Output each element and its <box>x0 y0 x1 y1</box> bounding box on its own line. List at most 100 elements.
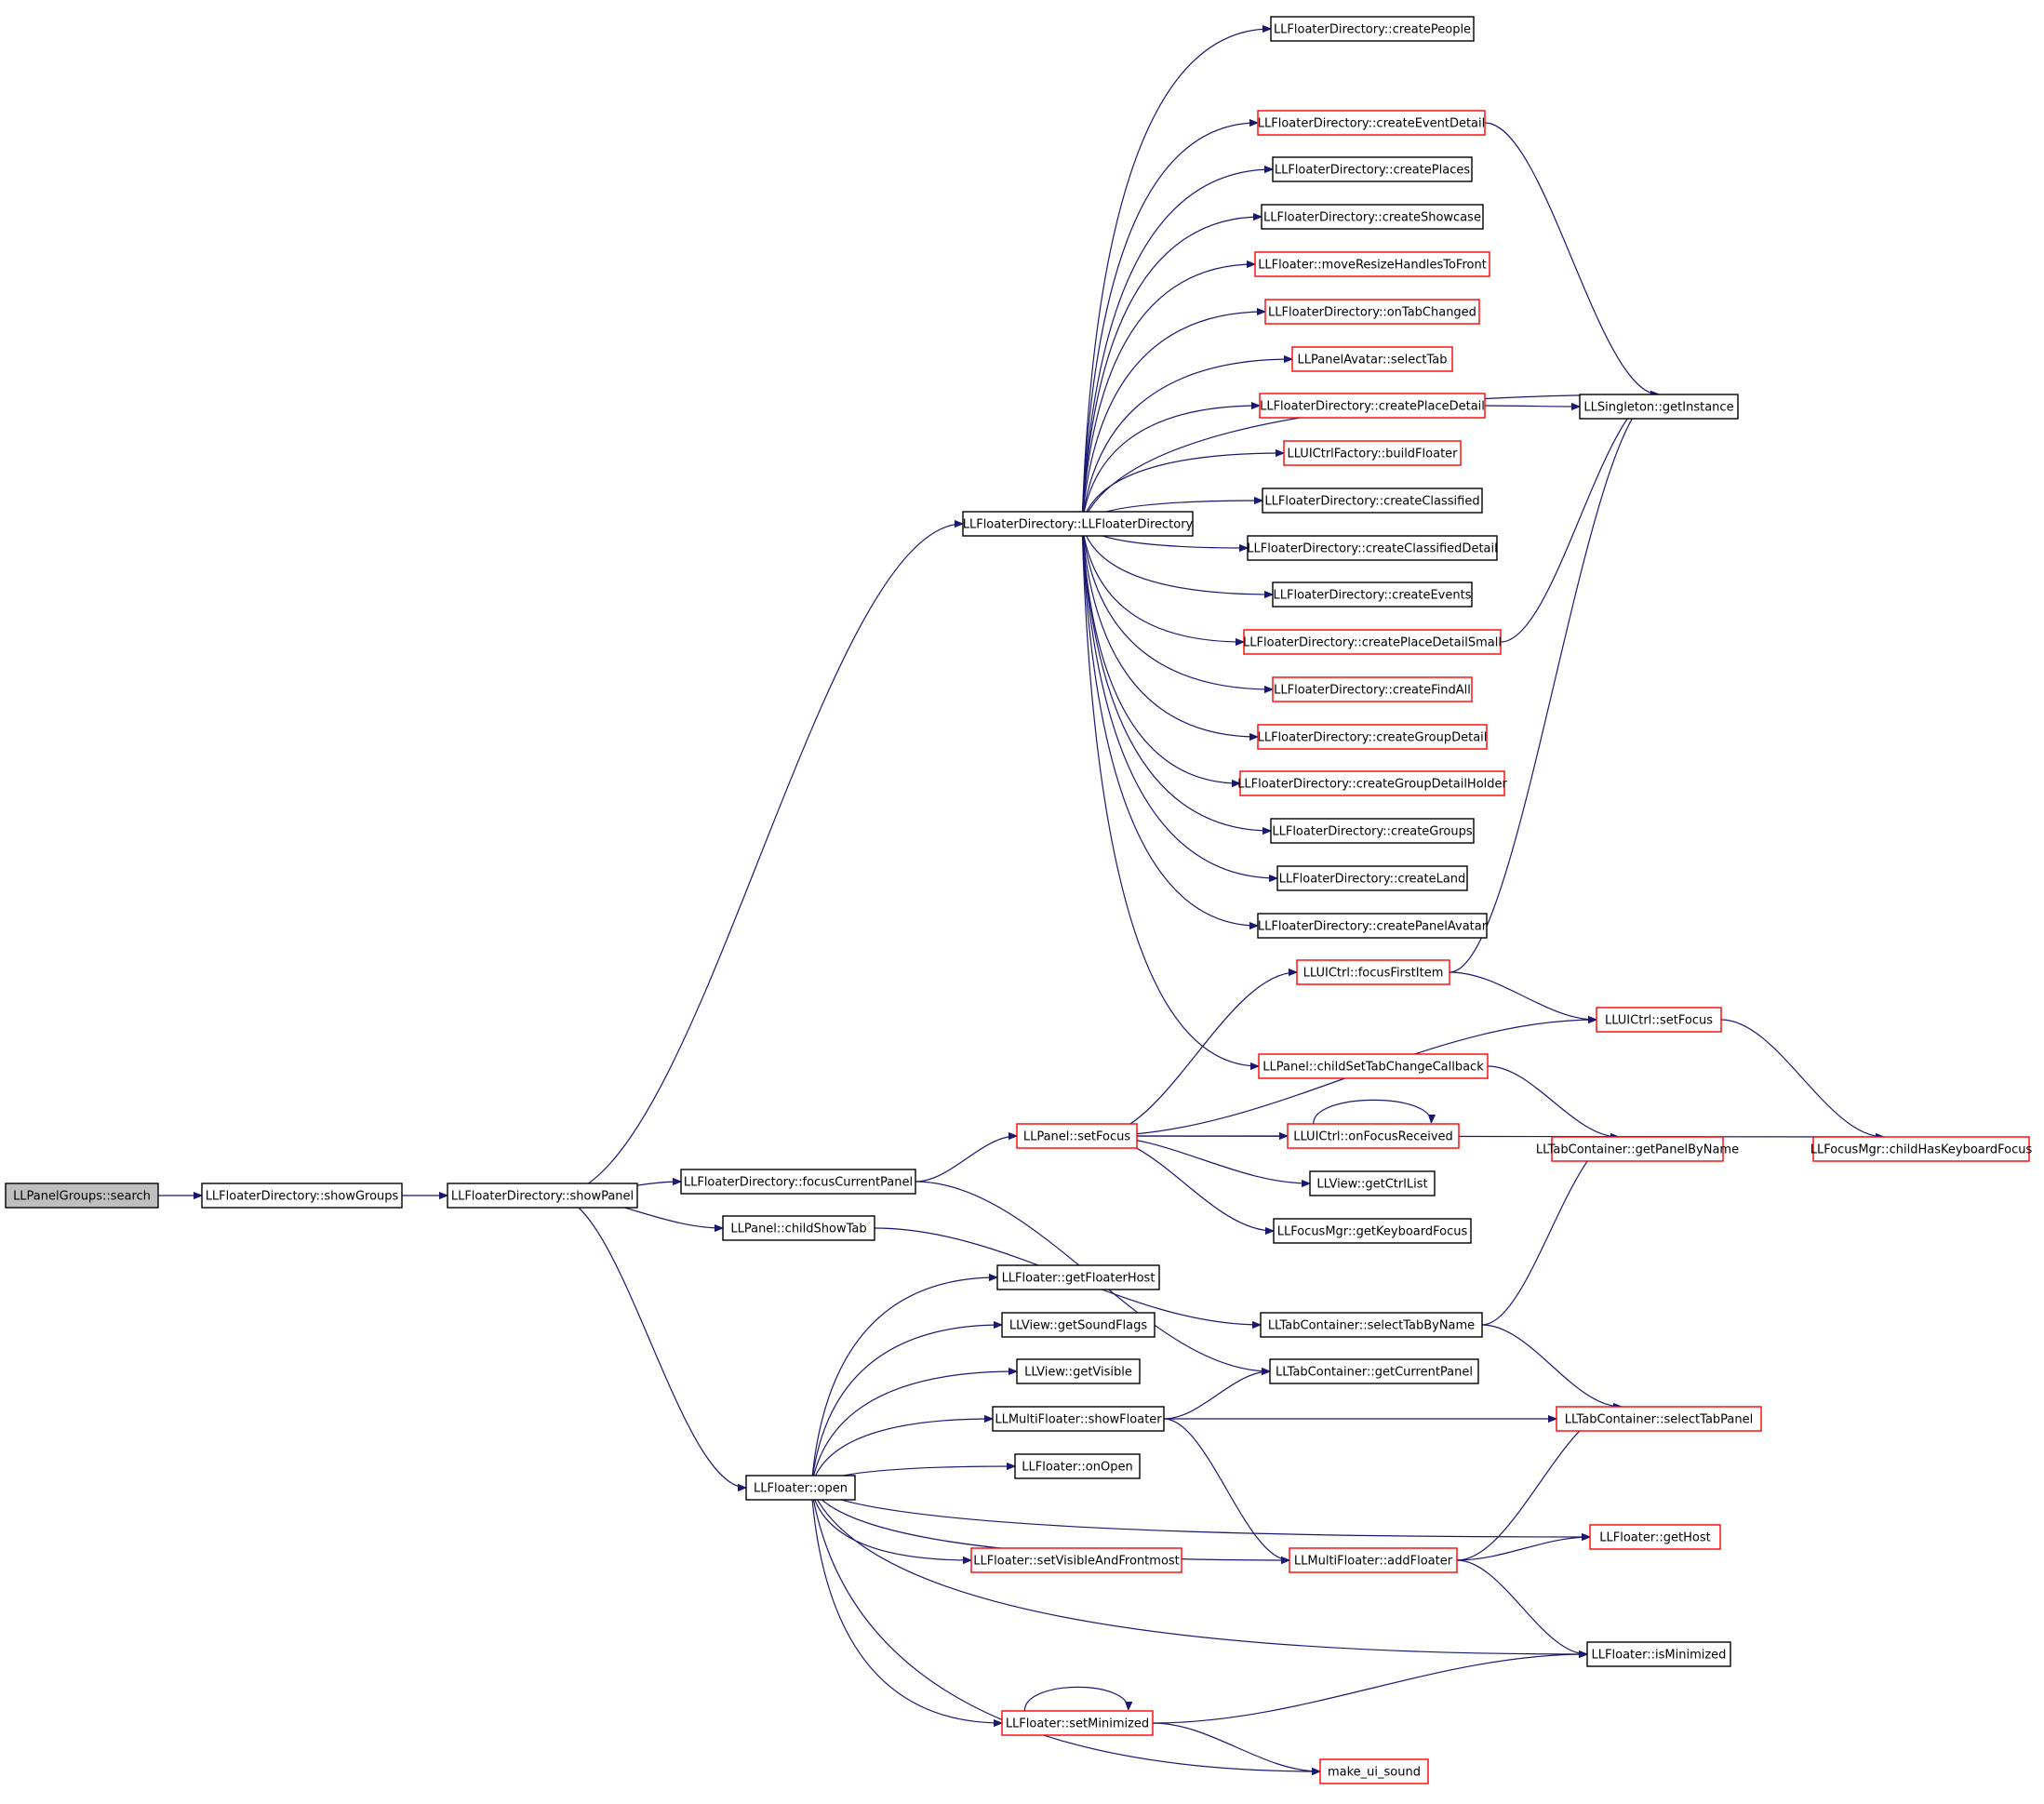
graph-node-createClassifiedDetail[interactable]: LLFloaterDirectory::createClassifiedDeta… <box>1247 535 1498 561</box>
graph-node-getKeyboardFocus[interactable]: LLFocusMgr::getKeyboardFocus <box>1273 1218 1472 1244</box>
node-label: LLUICtrlFactory::buildFloater <box>1287 448 1458 461</box>
node-box <box>1586 1641 1731 1667</box>
node-box <box>1016 1358 1141 1384</box>
edge-open-to-makeUiSound <box>810 1487 1320 1771</box>
graph-node-createGroupDetail[interactable]: LLFloaterDirectory::createGroupDetail <box>1257 724 1488 750</box>
graph-node-makeUiSound[interactable]: make_ui_sound <box>1319 1758 1429 1784</box>
graph-node-createClassified[interactable]: LLFloaterDirectory::createClassified <box>1262 488 1483 514</box>
node-label: LLFloater::getFloaterHost <box>1002 1272 1156 1286</box>
graph-node-focusCurrentPanel[interactable]: LLFloaterDirectory::focusCurrentPanel <box>680 1169 916 1195</box>
node-label: LLFloaterDirectory::createPlaceDetailSma… <box>1243 636 1502 650</box>
edge-ctor-to-createGroups <box>1081 523 1271 831</box>
graph-node-onTabChanged[interactable]: LLFloaterDirectory::onTabChanged <box>1264 299 1480 325</box>
node-label: LLFloaterDirectory::createLand <box>1279 873 1466 887</box>
node-box <box>1269 1358 1479 1384</box>
graph-node-childHasKeyboardFocus[interactable]: LLFocusMgr::childHasKeyboardFocus <box>1810 1136 2033 1162</box>
graph-node-showGroups[interactable]: LLFloaterDirectory::showGroups <box>201 1183 403 1209</box>
graph-node-root[interactable]: LLPanelGroups::search <box>5 1183 159 1209</box>
graph-node-createPlaces[interactable]: LLFloaterDirectory::createPlaces <box>1272 156 1473 182</box>
graph-node-getSoundFlags[interactable]: LLView::getSoundFlags <box>1001 1312 1156 1338</box>
edge-open-to-getVisible <box>810 1371 1017 1489</box>
node-box <box>1016 1123 1138 1149</box>
edge-focusCurrentPanel-to-panelSetFocus <box>915 1136 1017 1183</box>
edge-open-to-getSoundFlags <box>810 1325 1002 1489</box>
node-label: LLFloater::setVisibleAndFrontmost <box>973 1555 1180 1569</box>
graph-node-ctor[interactable]: LLFloaterDirectory::LLFloaterDirectory <box>962 511 1194 537</box>
graph-node-createPanelAvatar[interactable]: LLFloaterDirectory::createPanelAvatar <box>1257 913 1488 939</box>
edge-ctor-to-createPanelAvatar <box>1081 523 1258 926</box>
graph-node-createFindAll[interactable]: LLFloaterDirectory::createFindAll <box>1272 676 1473 702</box>
graph-node-getPanelByName[interactable]: LLTabContainer::getPanelByName <box>1536 1136 1739 1162</box>
node-box <box>1259 393 1486 419</box>
graph-node-getCurrentPanel[interactable]: LLTabContainer::getCurrentPanel <box>1269 1358 1479 1384</box>
graph-node-createGroupDetailHolder[interactable]: LLFloaterDirectory::createGroupDetailHol… <box>1237 770 1508 796</box>
node-box <box>1296 959 1450 985</box>
graph-node-getFloaterHost[interactable]: LLFloater::getFloaterHost <box>996 1264 1160 1290</box>
graph-node-selectTabByName[interactable]: LLTabContainer::selectTabByName <box>1260 1312 1483 1338</box>
edge-selectTabByName-to-getPanelByName <box>1481 1137 1619 1326</box>
node-label: LLFloaterDirectory::LLFloaterDirectory <box>963 518 1194 532</box>
graph-node-onFocusReceived[interactable]: LLUICtrl::onFocusReceived <box>1287 1123 1460 1149</box>
graph-node-createEvents[interactable]: LLFloaterDirectory::createEvents <box>1272 581 1473 608</box>
graph-node-createEventDetail[interactable]: LLFloaterDirectory::createEventDetail <box>1257 110 1486 136</box>
node-box <box>1239 770 1505 796</box>
node-box <box>1551 1136 1724 1162</box>
graph-node-setMinimized[interactable]: LLFloater::setMinimized <box>1001 1710 1154 1736</box>
graph-node-createLand[interactable]: LLFloaterDirectory::createLand <box>1276 865 1468 891</box>
graph-node-childSetTabChangeCallback[interactable]: LLPanel::childSetTabChangeCallback <box>1258 1053 1489 1079</box>
graph-node-open[interactable]: LLFloater::open <box>745 1475 856 1501</box>
graph-node-onOpen[interactable]: LLFloater::onOpen <box>1014 1453 1141 1479</box>
edge-ctor-to-childSetTabChangeCallback <box>1081 523 1259 1066</box>
graph-node-createGroups[interactable]: LLFloaterDirectory::createGroups <box>1270 818 1475 844</box>
node-box <box>962 511 1194 537</box>
graph-node-addFloater[interactable]: LLMultiFloater::addFloater <box>1289 1547 1458 1573</box>
graph-node-getInstance[interactable]: LLSingleton::getInstance <box>1579 394 1739 420</box>
node-label: LLUICtrl::focusFirstItem <box>1303 967 1444 981</box>
edge-open-to-showFloater <box>810 1419 993 1489</box>
node-label: LLMultiFloater::addFloater <box>1294 1555 1453 1569</box>
node-label: LLFloaterDirectory::focusCurrentPanel <box>684 1176 913 1190</box>
node-box <box>1257 110 1486 136</box>
graph-node-getHost[interactable]: LLFloater::getHost <box>1589 1524 1721 1550</box>
node-label: LLTabContainer::selectTabPanel <box>1565 1413 1753 1427</box>
node-box <box>1272 156 1473 182</box>
graph-node-createPeople[interactable]: LLFloaterDirectory::createPeople <box>1270 16 1475 42</box>
graph-node-getVisible[interactable]: LLView::getVisible <box>1016 1358 1141 1384</box>
graph-node-selectTabPanel[interactable]: LLTabContainer::selectTabPanel <box>1556 1406 1762 1432</box>
graph-node-selectTab[interactable]: LLPanelAvatar::selectTab <box>1291 346 1453 372</box>
edge-childSetTabChangeCallback-to-getPanelByName <box>1487 1065 1619 1137</box>
graph-node-uictrlSetFocus[interactable]: LLUICtrl::setFocus <box>1596 1007 1722 1033</box>
node-box <box>1272 581 1473 608</box>
graph-node-createShowcase[interactable]: LLFloaterDirectory::createShowcase <box>1261 204 1484 230</box>
graph-node-setVisibleAndFrontmost[interactable]: LLFloater::setVisibleAndFrontmost <box>970 1547 1182 1573</box>
graph-node-createPlaceDetail[interactable]: LLFloaterDirectory::createPlaceDetail <box>1259 393 1486 419</box>
node-label: LLTabContainer::selectTabByName <box>1268 1319 1475 1333</box>
graph-node-focusFirstItem[interactable]: LLUICtrl::focusFirstItem <box>1296 959 1450 985</box>
node-label: LLFloaterDirectory::createPanelAvatar <box>1258 920 1488 934</box>
node-box <box>1257 913 1488 939</box>
edge-ctor-to-createLand <box>1081 523 1277 878</box>
graph-node-buildFloater[interactable]: LLUICtrlFactory::buildFloater <box>1283 440 1462 466</box>
node-label: LLMultiFloater::showFloater <box>995 1413 1162 1427</box>
graph-node-moveResize[interactable]: LLFloater::moveResizeHandlesToFront <box>1254 251 1490 277</box>
node-box <box>1289 1547 1458 1573</box>
node-box <box>1001 1312 1156 1338</box>
graph-node-getCtrlList[interactable]: LLView::getCtrlList <box>1309 1170 1436 1196</box>
graph-node-createPlaceDetailSmall[interactable]: LLFloaterDirectory::createPlaceDetailSma… <box>1243 629 1502 655</box>
node-box <box>1254 251 1490 277</box>
graph-node-childShowTab[interactable]: LLPanel::childShowTab <box>722 1215 875 1241</box>
graph-node-panelSetFocus[interactable]: LLPanel::setFocus <box>1016 1123 1138 1149</box>
graph-node-isMinimized[interactable]: LLFloater::isMinimized <box>1586 1641 1731 1667</box>
node-box <box>1258 1053 1489 1079</box>
graph-node-showFloater[interactable]: LLMultiFloater::showFloater <box>992 1406 1165 1432</box>
graph-node-showPanel[interactable]: LLFloaterDirectory::showPanel <box>447 1183 638 1209</box>
node-box <box>1812 1136 2030 1162</box>
node-box <box>1260 1312 1483 1338</box>
edge-ctor-to-getInstance <box>1081 394 1659 525</box>
edge-uictrlSetFocus-to-childHasKeyboardFocus <box>1720 1019 1884 1137</box>
edge-addFloater-to-getHost <box>1456 1537 1590 1561</box>
node-label: LLFloater::moveResizeHandlesToFront <box>1258 259 1487 273</box>
edge-panelSetFocus-to-childHasKeyboardFocus <box>1095 1136 1884 1137</box>
node-label: LLFloaterDirectory::createPlaceDetail <box>1260 400 1485 414</box>
edge-onFocusReceived-to-onFocusReceived <box>1313 1099 1432 1125</box>
